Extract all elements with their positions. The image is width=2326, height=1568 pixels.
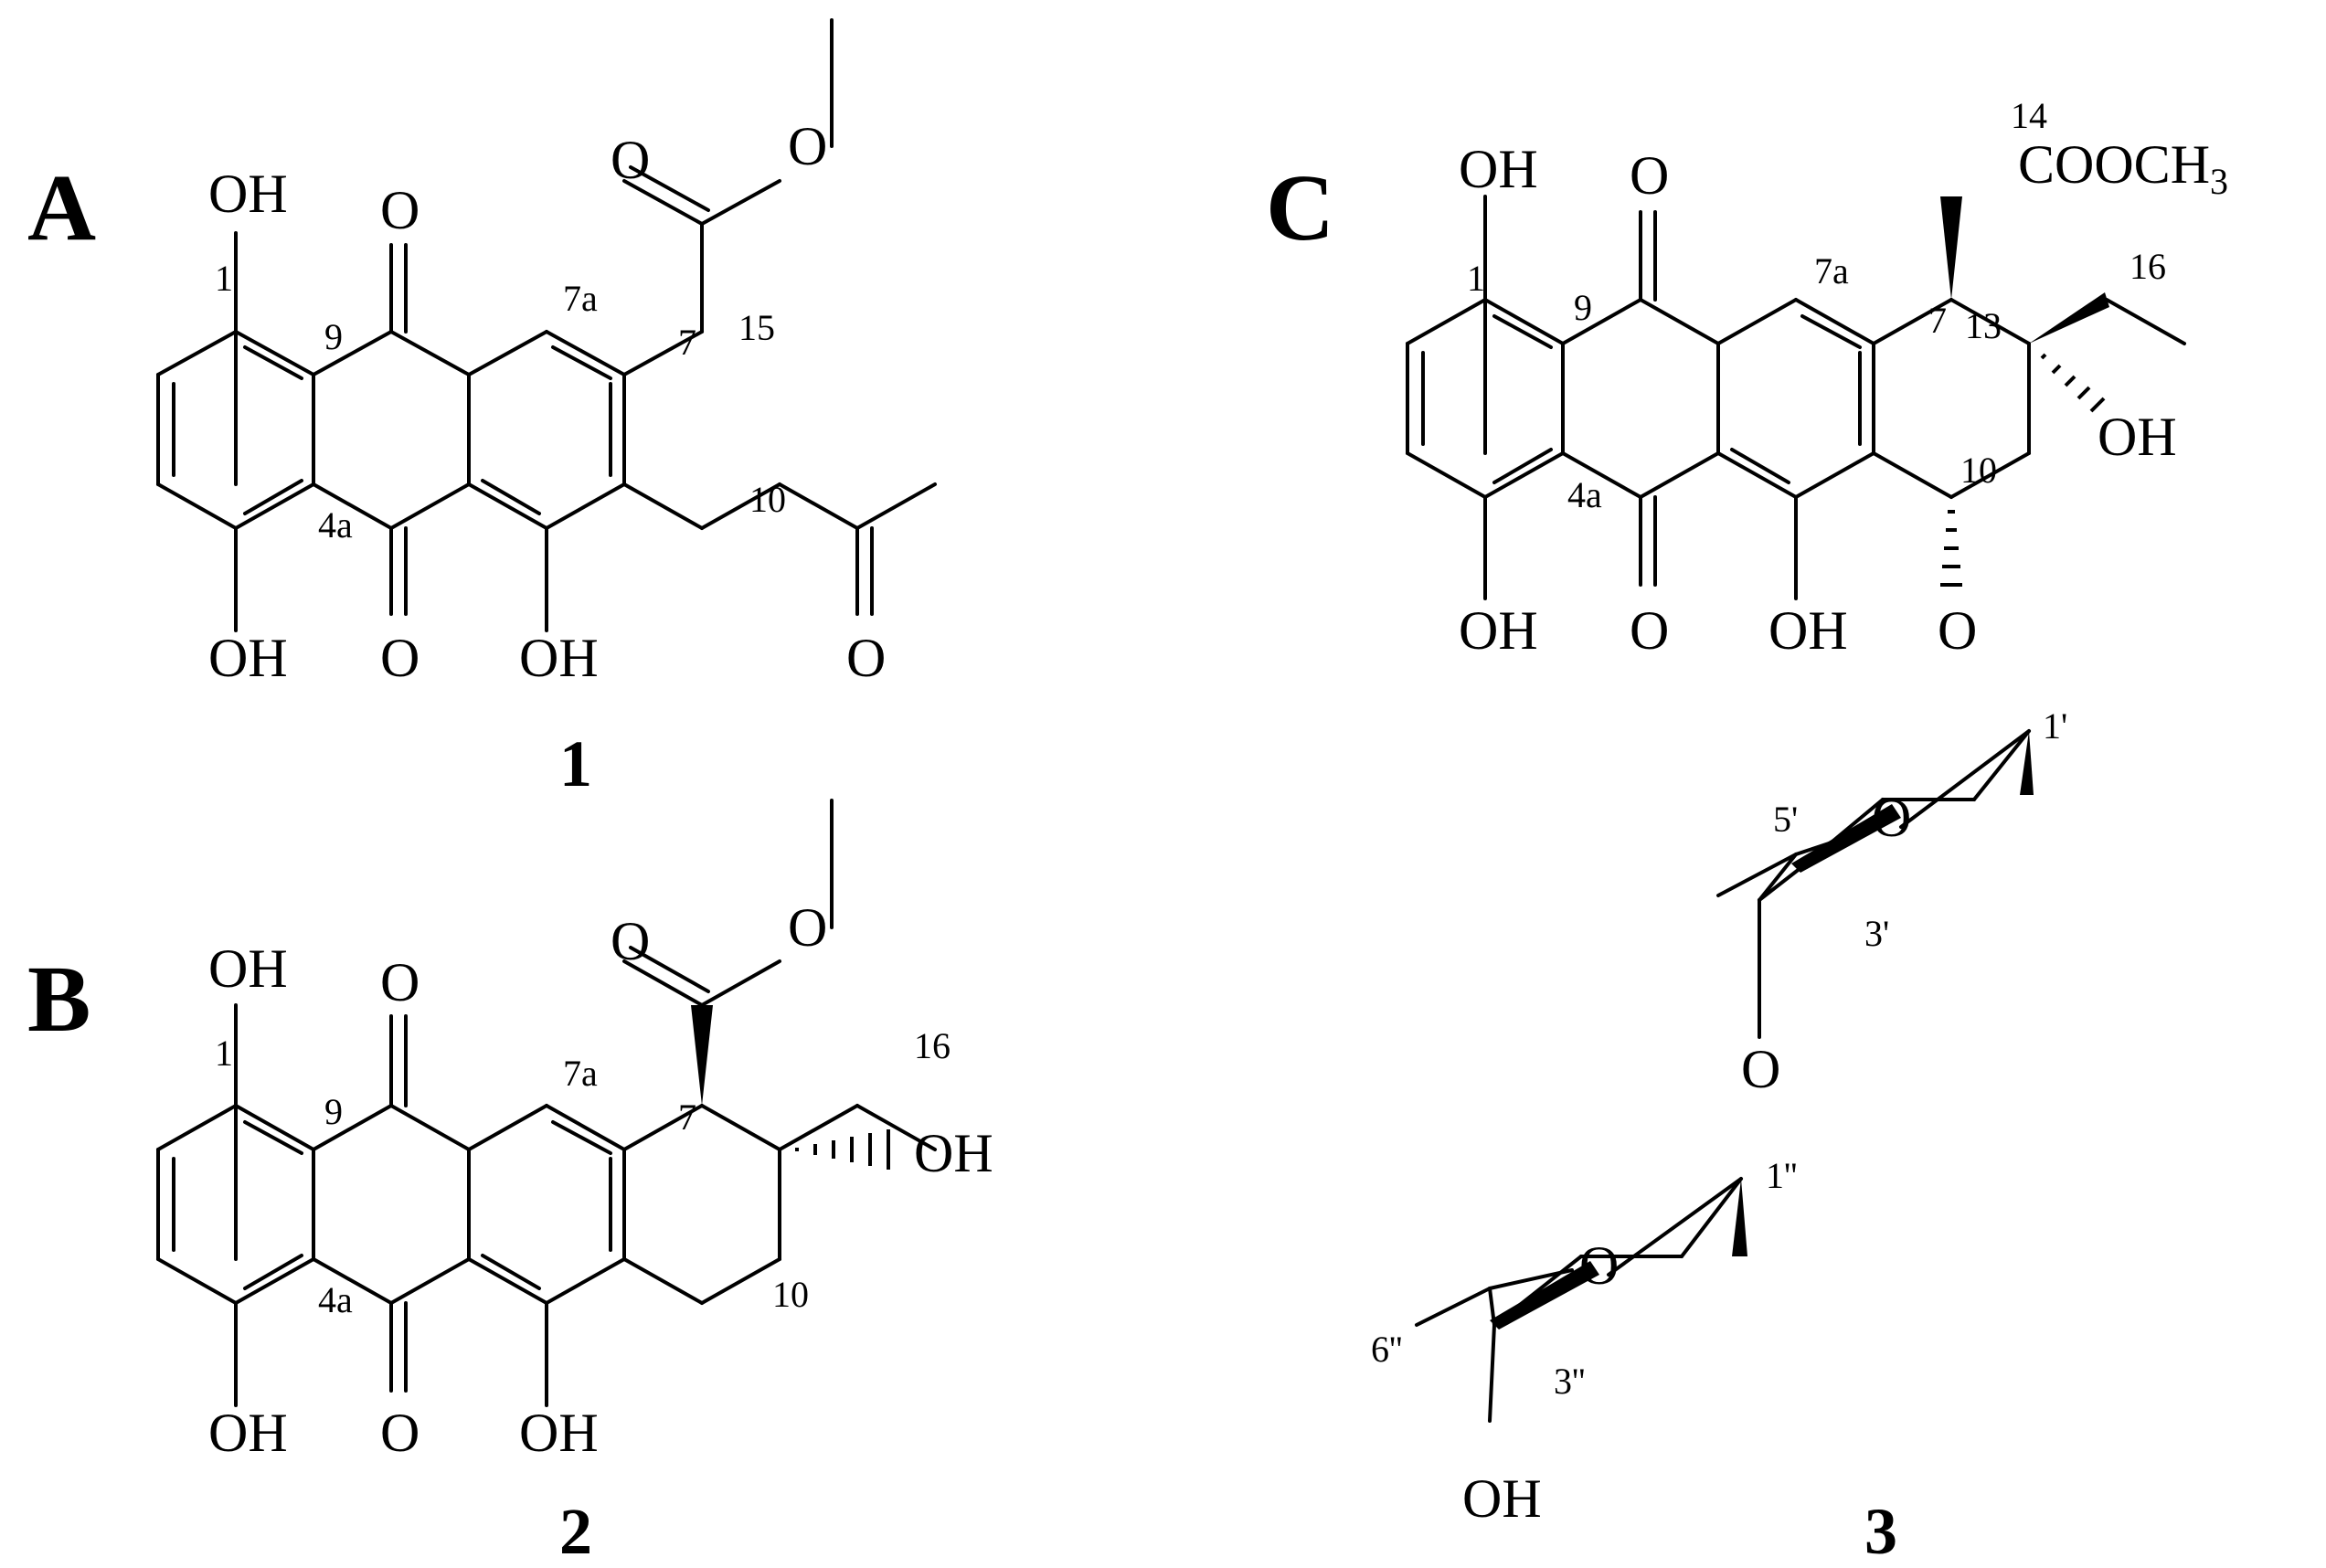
atom-label: OH xyxy=(2098,407,2177,467)
atom-label: O xyxy=(788,116,827,176)
wedge-bond xyxy=(2020,731,2034,795)
panel-b: B xyxy=(27,799,993,1568)
panel-label-b: B xyxy=(27,947,90,1052)
panel-label-c: C xyxy=(1266,155,1334,260)
wedge-bond xyxy=(1732,1179,1747,1256)
structure-1-bonds xyxy=(156,18,937,632)
position-number: 7 xyxy=(678,1097,696,1138)
position-number: 9 xyxy=(324,316,343,357)
position-number: 4a xyxy=(318,504,353,546)
atom-label: O xyxy=(611,130,650,190)
atom-label: O xyxy=(1579,1235,1619,1296)
atom-label: OH xyxy=(208,938,288,999)
wedge-bond xyxy=(1940,196,1962,300)
position-number: 16 xyxy=(2130,246,2166,287)
panel-c: C xyxy=(1266,95,2228,1568)
panel-a: A xyxy=(27,18,937,800)
compound-number-3: 3 xyxy=(1864,1495,1897,1568)
atom-label: O xyxy=(611,911,650,971)
atom-label: O xyxy=(380,1403,420,1463)
atom-label: OH xyxy=(208,164,288,224)
structure-2-bonds xyxy=(156,799,937,1407)
position-number: 7a xyxy=(1814,250,1849,291)
position-number: 7a xyxy=(563,1053,598,1094)
position-number: 7 xyxy=(678,322,696,363)
hash-bond xyxy=(795,1129,890,1170)
atom-label: OH xyxy=(519,1403,599,1463)
compound-number-1: 1 xyxy=(559,727,592,800)
position-number: 9 xyxy=(1574,287,1592,328)
atom-label: OH xyxy=(1768,600,1848,661)
compound-number-2: 2 xyxy=(559,1495,592,1568)
atom-label: O xyxy=(1630,600,1669,661)
atom-label: OH xyxy=(1462,1468,1542,1529)
atom-label: OH xyxy=(1459,600,1538,661)
position-number: 4a xyxy=(318,1279,353,1320)
position-number: 7a xyxy=(563,278,598,319)
position-number: 15 xyxy=(738,307,775,348)
position-number: 1' xyxy=(2043,705,2067,747)
structure-2-labels: OH O O O OH O OH OH 1 9 4a 7a 7 16 10 xyxy=(208,897,993,1463)
ester-label: COOCH3 xyxy=(2018,134,2228,202)
position-number: 10 xyxy=(772,1274,809,1315)
position-number: 3'' xyxy=(1554,1361,1585,1402)
hash-bond xyxy=(1940,353,2106,587)
structure-3-labels: OH O OH O OH O OH O O O OH COOCH3 14 1 9… xyxy=(1371,95,2228,1529)
atom-label: OH xyxy=(914,1123,993,1183)
position-number: 10 xyxy=(1960,450,1997,491)
position-number: 14 xyxy=(2011,95,2047,136)
atom-label: OH xyxy=(208,1403,288,1463)
position-number: 10 xyxy=(749,479,786,520)
wedge-bond xyxy=(1791,804,1901,873)
position-number: 3' xyxy=(1864,913,1889,954)
atom-label: OH xyxy=(1459,139,1538,199)
structure-1-labels: OH O O O OH O OH O 1 9 4a 7a 7 15 10 xyxy=(208,116,886,688)
position-number: 13 xyxy=(1965,305,2002,346)
atom-label: O xyxy=(380,628,420,688)
position-number: 1 xyxy=(215,1033,233,1074)
wedge-bond xyxy=(691,1005,713,1106)
position-number: 7 xyxy=(1928,300,1947,341)
position-number: 1 xyxy=(1467,258,1485,299)
position-number: 6'' xyxy=(1371,1329,1402,1370)
position-number: 5' xyxy=(1773,799,1798,840)
atom-label: O xyxy=(380,180,420,240)
panel-label-a: A xyxy=(27,155,96,260)
atom-label: OH xyxy=(519,628,599,688)
atom-label: O xyxy=(1872,788,1911,848)
position-number: 1'' xyxy=(1766,1155,1797,1196)
atom-label: O xyxy=(788,897,827,958)
atom-label: O xyxy=(846,628,886,688)
atom-label: O xyxy=(380,952,420,1012)
position-number: 4a xyxy=(1567,474,1602,515)
wedge-bond xyxy=(1490,1261,1599,1330)
wedge-bond xyxy=(2029,292,2109,344)
atom-label: O xyxy=(1630,145,1669,206)
position-number: 1 xyxy=(215,258,233,299)
atom-label: O xyxy=(1741,1039,1780,1099)
position-number: 9 xyxy=(324,1091,343,1132)
position-number: 16 xyxy=(914,1025,951,1066)
atom-label: OH xyxy=(208,628,288,688)
atom-label: O xyxy=(1938,600,1977,661)
